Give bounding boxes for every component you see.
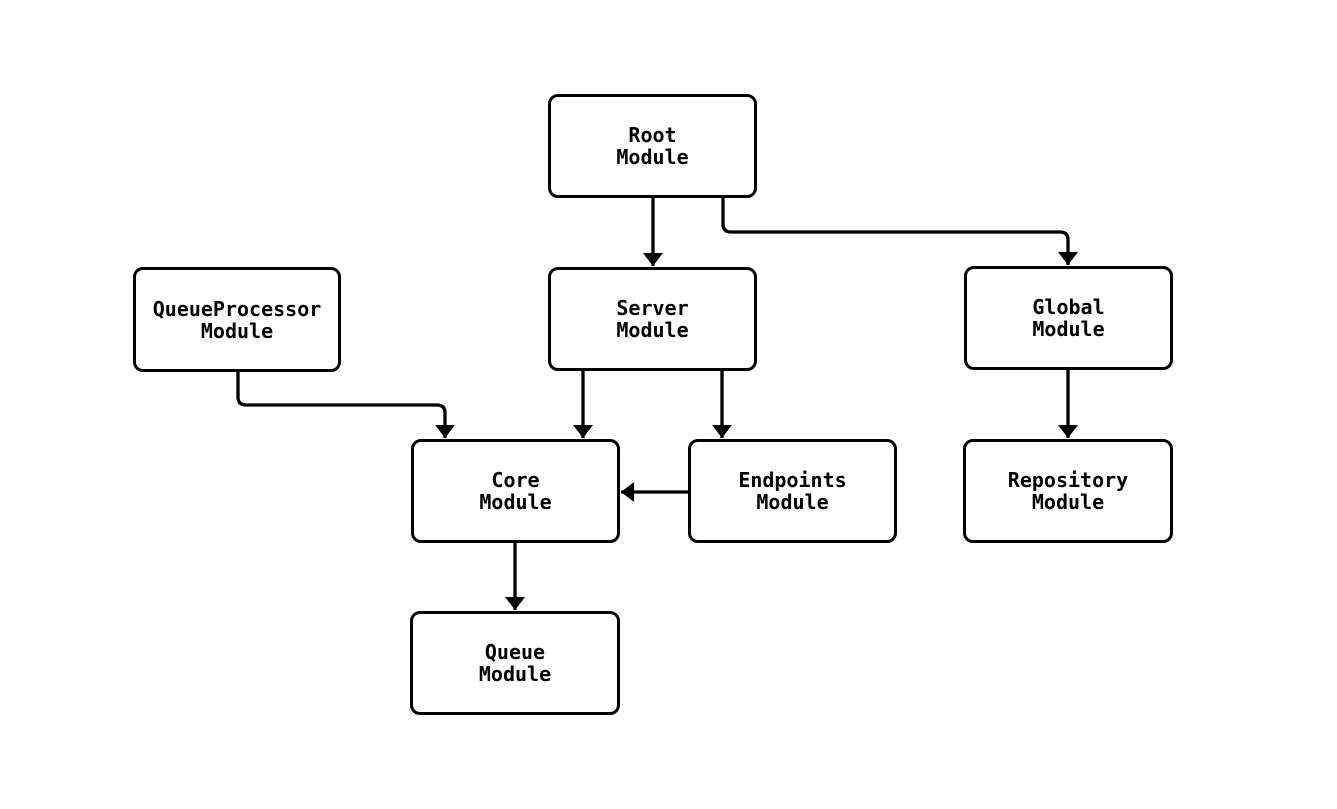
node-global-module-label: Global Module bbox=[1032, 295, 1105, 341]
node-queueprocessor-module: QueueProcessor Module bbox=[133, 267, 341, 372]
node-core-module: Core Module bbox=[411, 439, 620, 543]
node-core-module-label: Core Module bbox=[479, 468, 552, 514]
edge-root-to-global bbox=[721, 198, 1078, 265]
edge-queueprocessor-to-core bbox=[236, 372, 455, 438]
node-server-module: Server Module bbox=[548, 267, 757, 371]
node-queue-module: Queue Module bbox=[410, 611, 620, 715]
node-global-module: Global Module bbox=[964, 266, 1173, 370]
node-queueprocessor-module-label: QueueProcessor Module bbox=[152, 296, 322, 343]
node-queue-module-label: Queue Module bbox=[478, 640, 552, 686]
node-repository-module: Repository Module bbox=[963, 439, 1173, 543]
node-endpoints-module: Endpoints Module bbox=[688, 439, 897, 543]
node-root-module: Root Module bbox=[548, 94, 757, 198]
node-server-module-label: Server Module bbox=[616, 296, 689, 342]
node-endpoints-module-label: Endpoints Module bbox=[738, 468, 847, 514]
node-repository-module-label: Repository Module bbox=[1007, 468, 1129, 514]
node-root-module-label: Root Module bbox=[616, 123, 689, 169]
